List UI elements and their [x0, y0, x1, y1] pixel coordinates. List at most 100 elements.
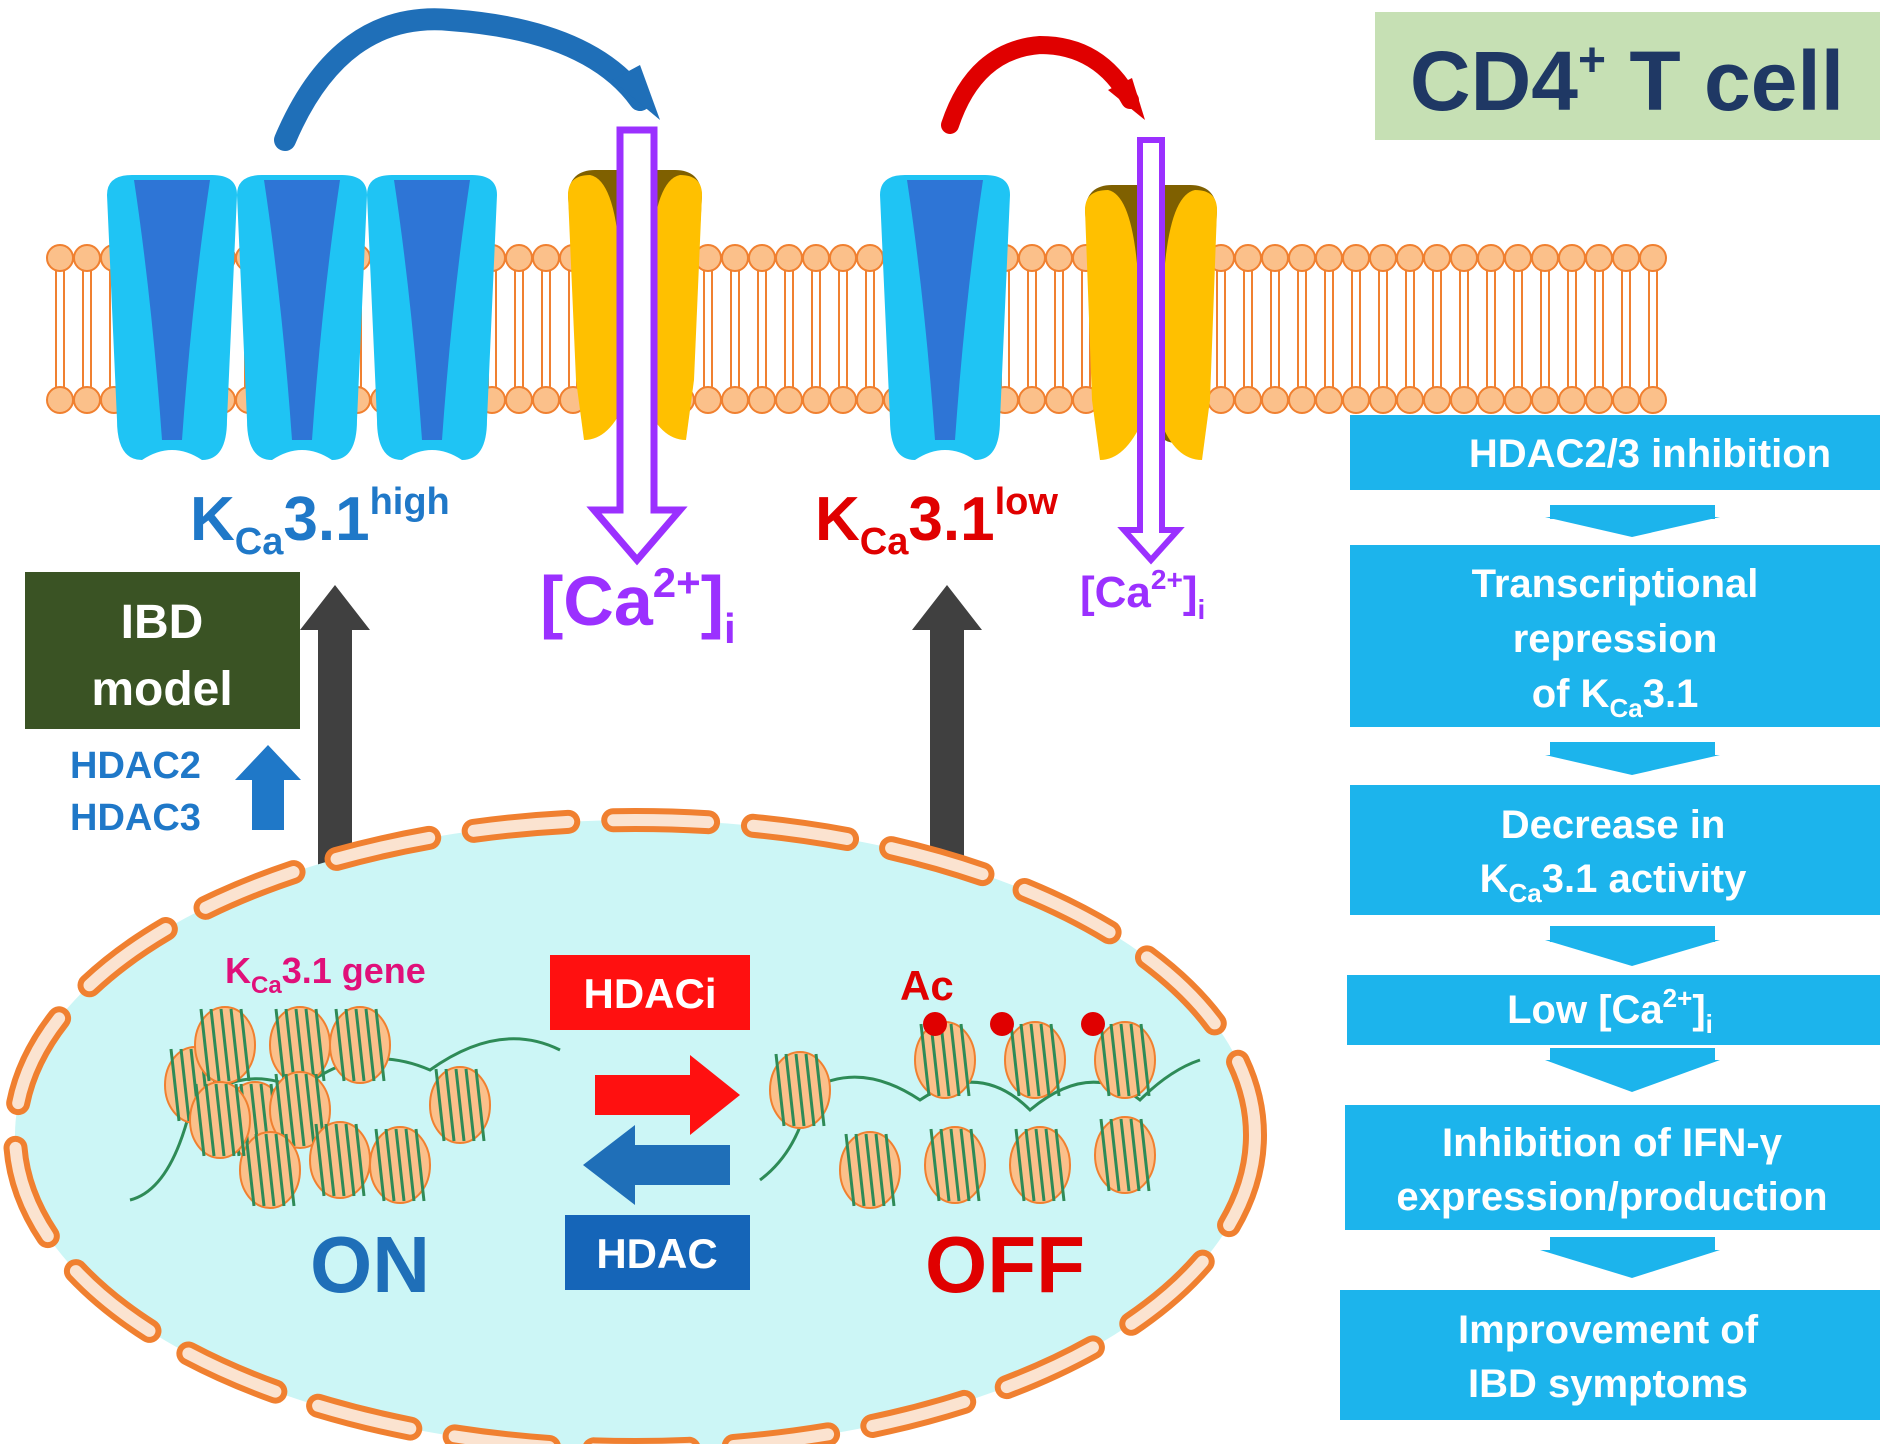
dna-wrap: [204, 1083, 216, 1157]
lipid-head: [856, 244, 884, 272]
lipid-head: [775, 244, 803, 272]
dna-wrap: [874, 1133, 886, 1207]
dna-wrap: [804, 1053, 816, 1127]
ibd-box-line2: model: [91, 663, 232, 716]
dna-wrap: [199, 1008, 211, 1082]
dna-wrap: [444, 1068, 456, 1142]
hdac-label: HDAC: [596, 1230, 717, 1277]
lipid-head: [1585, 244, 1613, 272]
lipid-head: [1234, 386, 1262, 414]
lipid-head: [1396, 386, 1424, 414]
dna-wrap: [1029, 1023, 1041, 1097]
lipid-head: [1612, 386, 1640, 414]
channel-core: [134, 180, 210, 440]
dna-wrap: [929, 1023, 941, 1097]
dna-wrap: [1054, 1128, 1066, 1202]
flow-step-1: [1350, 415, 1880, 490]
kca-channel: [367, 175, 497, 460]
dna-wrap: [314, 1123, 326, 1197]
calcium-influx-arrow-small: [1117, 137, 1185, 565]
acetyl-label: Ac: [900, 962, 954, 1009]
dna-wrap: [304, 1008, 316, 1082]
dna-wrap: [274, 1133, 286, 1207]
dna-wrap: [1014, 1128, 1026, 1202]
flow-step-3-line1: Decrease in: [1501, 803, 1726, 847]
lipid-head: [802, 244, 830, 272]
lipid-head: [1531, 386, 1559, 414]
dna-wrap: [434, 1068, 446, 1142]
nucleosome: [189, 1081, 251, 1159]
lipid-head: [1558, 386, 1586, 414]
dna-wrap: [784, 1053, 796, 1127]
dna-wrap: [1099, 1023, 1111, 1097]
lipid-head: [532, 244, 560, 272]
dna-wrap: [294, 1008, 306, 1082]
dna-wrap: [354, 1123, 366, 1197]
lipid-head: [1423, 244, 1451, 272]
lipid-head: [775, 386, 803, 414]
flow-step-2: [1350, 545, 1880, 727]
nucleosome: [1009, 1126, 1071, 1204]
chromatin: [129, 1006, 1201, 1209]
lipid-head: [46, 244, 74, 272]
lipid-head: [1342, 386, 1370, 414]
lipid-head: [1018, 386, 1046, 414]
dna-wrap: [234, 1083, 246, 1157]
dna-wrap: [1034, 1128, 1046, 1202]
dna-wrap: [344, 1123, 356, 1197]
lipid-head: [1612, 244, 1640, 272]
dna-wrap: [254, 1133, 266, 1207]
flow-step-2-line1: Transcriptional: [1472, 562, 1759, 606]
lipid-head: [1369, 386, 1397, 414]
dna-wrap: [374, 1128, 386, 1202]
nucleosome: [194, 1006, 256, 1084]
lipid-head: [721, 244, 749, 272]
up-arrow-icon: [300, 585, 370, 900]
channel-core: [394, 180, 470, 440]
dna-wrap: [1044, 1128, 1056, 1202]
lipid-head: [1477, 386, 1505, 414]
calcium-high-label: [Ca2+]i: [540, 559, 736, 652]
hdac-box: HDAC: [565, 1215, 750, 1290]
flow-step-2-line3: of KCa3.1: [1532, 672, 1699, 723]
kca31-high-label: KCa3.1high: [190, 481, 450, 563]
lipid-head: [1639, 244, 1667, 272]
dna-wrap: [854, 1133, 866, 1207]
lipid-head: [829, 244, 857, 272]
kca-channel: [237, 175, 367, 460]
dna-wrap: [929, 1128, 941, 1202]
dna-wrap: [464, 1068, 476, 1142]
dna-wrap: [884, 1133, 896, 1207]
dna-wrap: [1009, 1023, 1021, 1097]
lipid-head: [1504, 244, 1532, 272]
down-arrow-bar: [1550, 742, 1715, 756]
kca31-gene-label: KCa3.1 gene: [225, 950, 426, 999]
nucleosome: [924, 1126, 986, 1204]
lipid-head: [505, 244, 533, 272]
kca31-low-label: KCa3.1low: [815, 481, 1058, 563]
dna-wrap: [274, 1008, 286, 1082]
dna-wrap: [169, 1048, 181, 1122]
dna-wrap: [264, 1133, 276, 1207]
curved-arrow-head-icon: [1108, 78, 1145, 120]
flow-step-5-line1: Inhibition of IFN-γ: [1442, 1121, 1783, 1165]
down-arrow-bar: [1550, 1048, 1715, 1062]
dna-wrap: [214, 1083, 226, 1157]
kca-channel: [107, 175, 237, 460]
lipid-head: [1045, 244, 1073, 272]
dna-wrap: [949, 1128, 961, 1202]
flow-step-3-line2: KCa3.1 activity: [1480, 857, 1747, 908]
dna-wrap: [969, 1128, 981, 1202]
channel-core: [907, 180, 983, 440]
dna-wrap: [959, 1128, 971, 1202]
lipid-head: [829, 386, 857, 414]
dna-wrap: [354, 1008, 366, 1082]
flow-step-2-line2: repression: [1513, 617, 1718, 661]
channel-core: [264, 180, 340, 440]
nucleosome: [839, 1131, 901, 1209]
dna-wrap: [304, 1073, 316, 1147]
dna-wrap: [334, 1008, 346, 1082]
dna-wrap: [1129, 1023, 1141, 1097]
dna-wrap: [949, 1023, 961, 1097]
flow-step-3: [1350, 785, 1880, 915]
